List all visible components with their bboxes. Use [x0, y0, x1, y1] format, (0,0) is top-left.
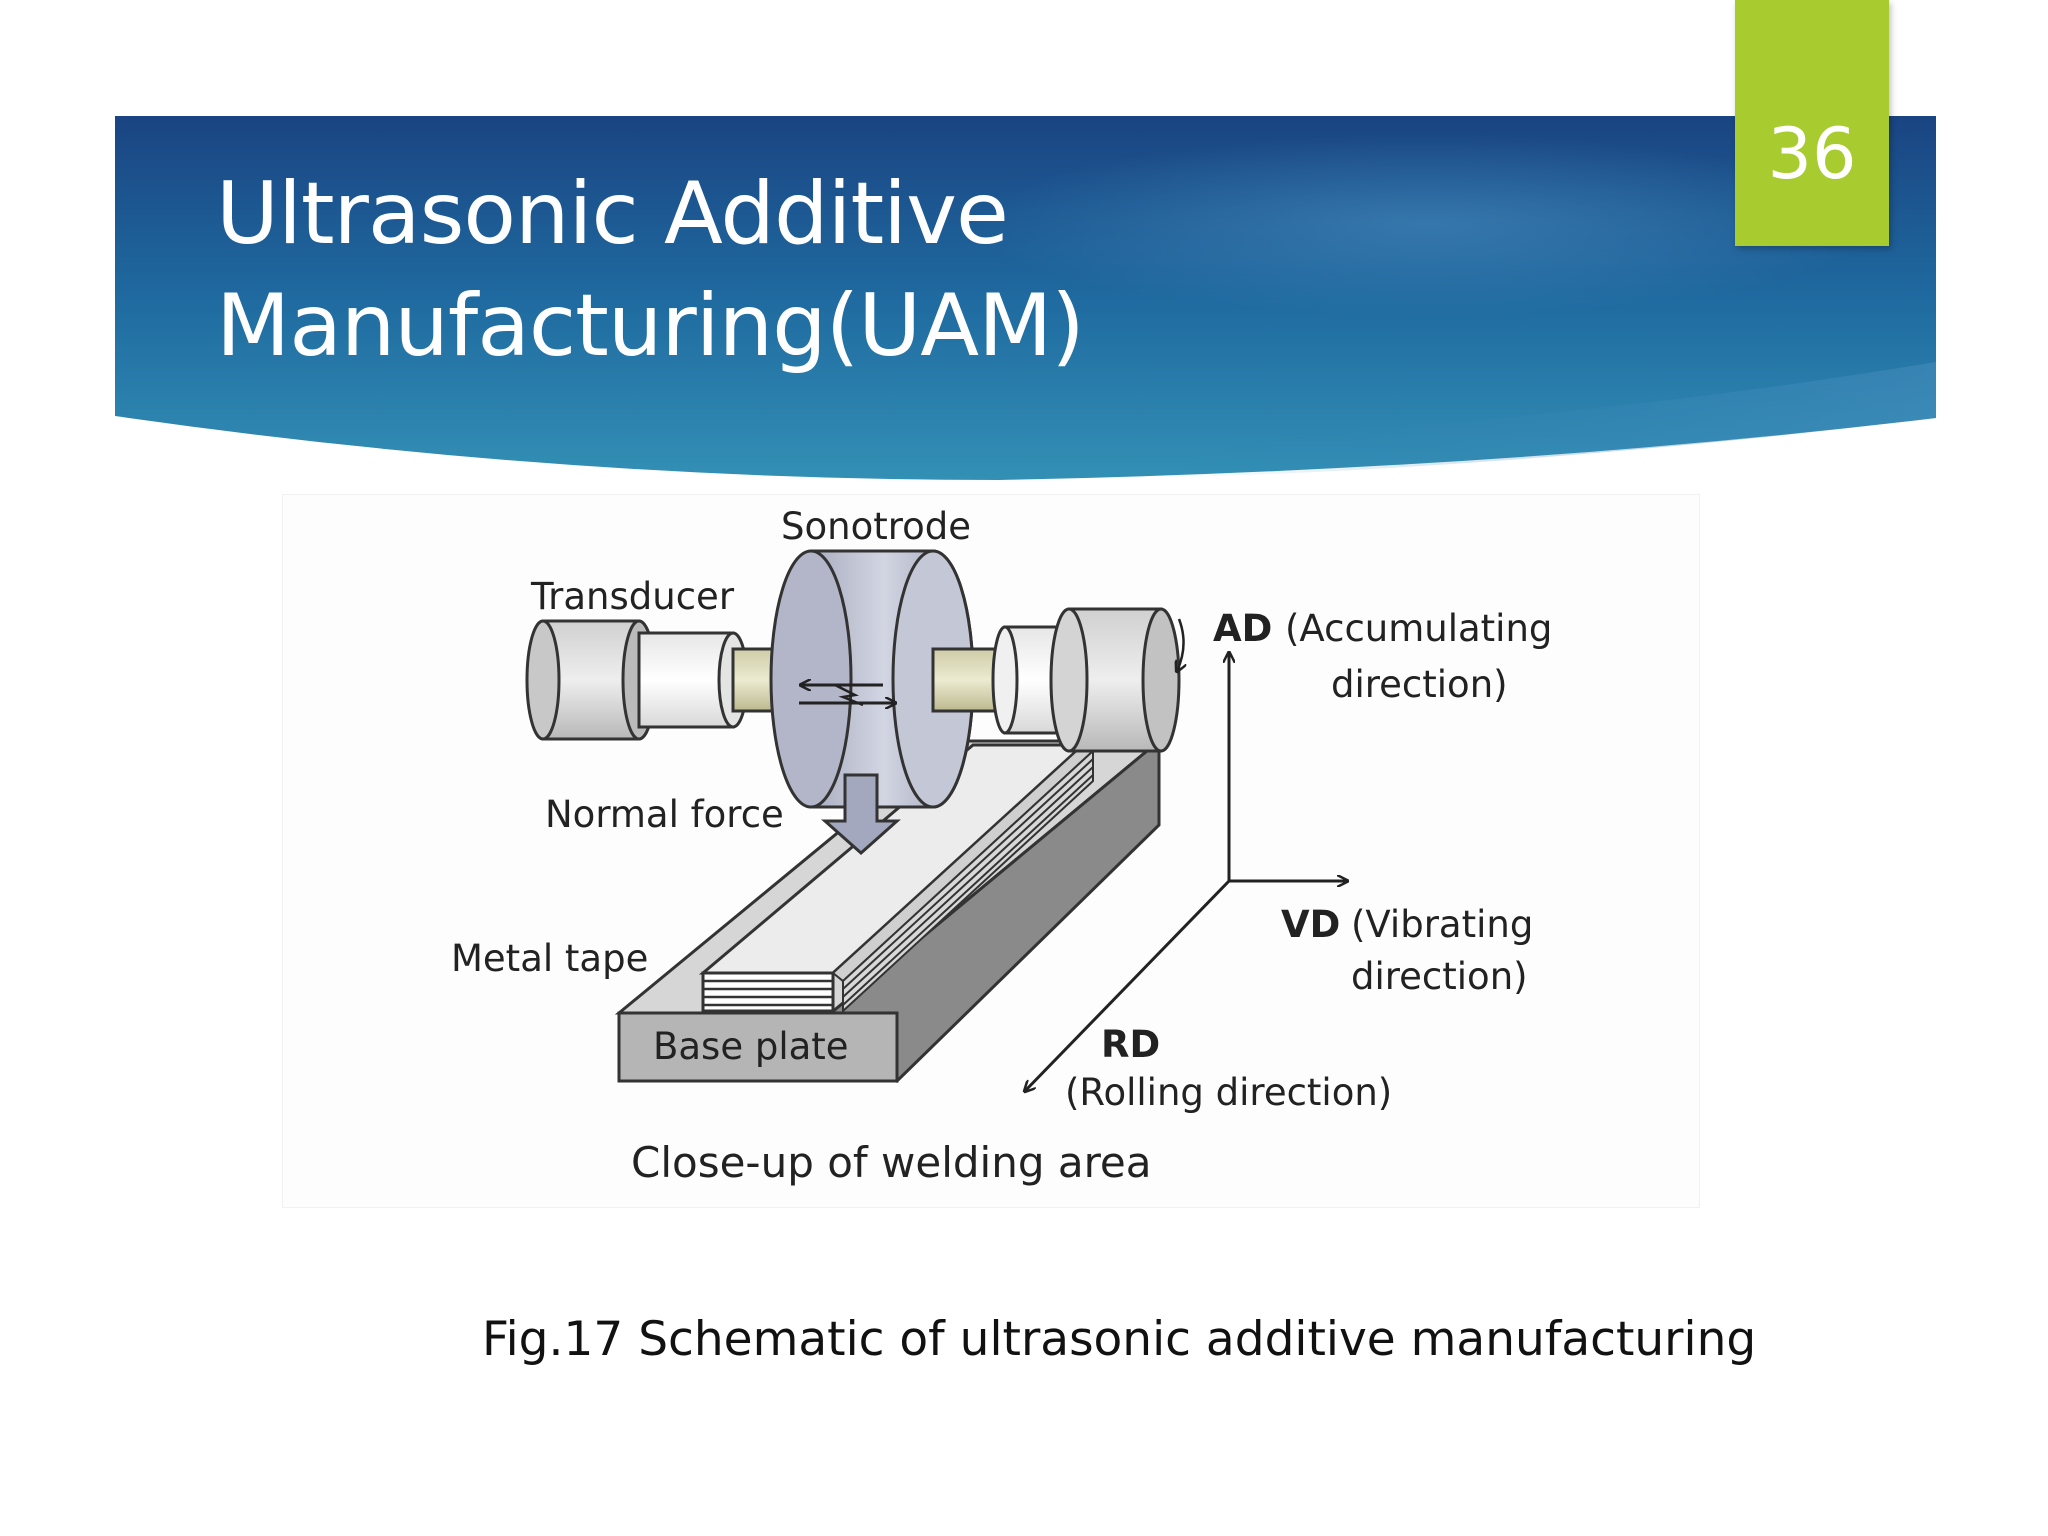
normal-force-arrow [821, 773, 901, 856]
label-ad-text-2: direction) [1331, 663, 1508, 706]
slide-title-line-1: Ultrasonic Additive [216, 164, 1009, 264]
label-vd: VD [1281, 903, 1340, 946]
label-rd-text: (Rolling direction) [1065, 1071, 1392, 1114]
transducer [525, 619, 793, 741]
title-banner [115, 116, 1936, 480]
label-rd: RD [1101, 1023, 1160, 1066]
slide-title-line-2: Manufacturing(UAM) [216, 276, 1085, 376]
label-vd-text-2: direction) [1351, 955, 1528, 998]
label-transducer: Transducer [530, 575, 735, 618]
label-closeup: Close-up of welding area [631, 1138, 1152, 1187]
label-ad: AD [1213, 607, 1272, 650]
sonotrode [769, 549, 975, 809]
page-number: 36 [1767, 113, 1857, 195]
label-vd-text: (Vibrating [1351, 903, 1533, 946]
uam-schematic-diagram: Sonotrode Transducer Normal force Metal … [451, 505, 1552, 1187]
label-ad-text: (Accumulating [1285, 607, 1552, 650]
coordinate-axes [1025, 653, 1347, 1091]
label-base-plate: Base plate [653, 1025, 849, 1068]
label-sonotrode: Sonotrode [781, 505, 971, 548]
slide-title: Ultrasonic Additive Manufacturing(UAM) [216, 158, 1085, 382]
page-number-badge: 36 [1735, 0, 1889, 246]
label-metal-tape: Metal tape [451, 937, 648, 980]
right-shaft-assembly [931, 607, 1184, 753]
figure-caption: Fig.17 Schematic of ultrasonic additive … [482, 1312, 1757, 1367]
label-normal-force: Normal force [545, 793, 784, 836]
uam-schematic-figure: Sonotrode Transducer Normal force Metal … [282, 494, 1700, 1208]
